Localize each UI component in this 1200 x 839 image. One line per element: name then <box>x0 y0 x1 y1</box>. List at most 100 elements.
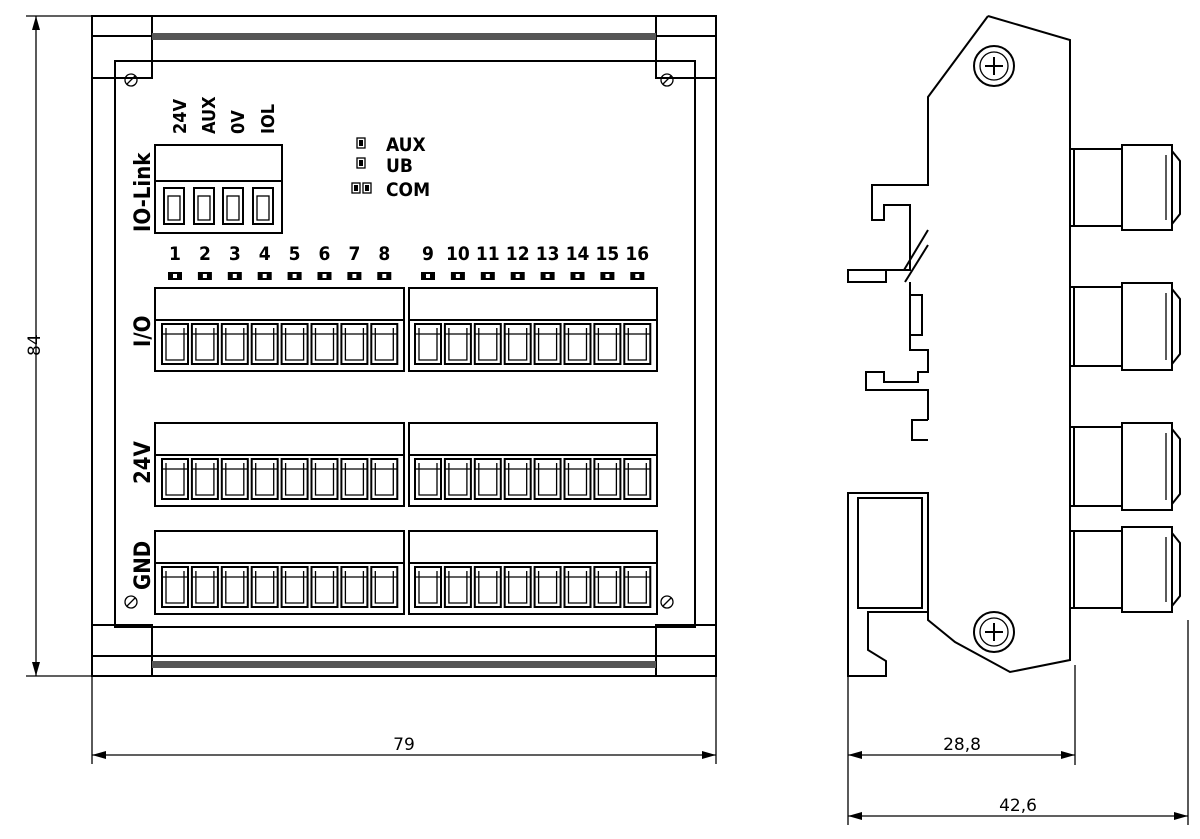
io-link-slot <box>222 187 244 225</box>
24v-terminal-row-block <box>154 422 405 507</box>
side-plug <box>1069 526 1181 613</box>
channel-led <box>227 272 242 280</box>
terminal-slot <box>250 566 279 608</box>
channel-number: 10 <box>446 243 470 265</box>
terminal-slot <box>370 566 399 608</box>
io-link-slot <box>163 187 185 225</box>
terminal-slot <box>310 323 339 365</box>
terminal-slot <box>250 458 279 500</box>
terminal-slot <box>370 323 399 365</box>
clip-bottom-right <box>655 624 717 677</box>
side-total-dimension-value: 42,6 <box>999 796 1037 816</box>
channel-number: 8 <box>378 243 390 265</box>
channel-number: 13 <box>536 243 560 265</box>
svg-text:UB: UB <box>386 155 413 177</box>
channel-led <box>480 272 495 280</box>
channel-led <box>317 272 332 280</box>
channel-led <box>257 272 272 280</box>
side-housing-profile <box>847 15 1071 677</box>
side-plug <box>1069 282 1181 371</box>
channel-number: 6 <box>319 243 331 265</box>
io-link-slots <box>163 187 274 225</box>
io-terminal-row-block <box>154 287 405 372</box>
terminal-slot <box>623 458 652 500</box>
pin-label-iol: IOL <box>258 104 279 134</box>
pin-label-aux: AUX <box>199 96 220 134</box>
terminal-slot <box>190 458 219 500</box>
screw-top-left <box>124 73 138 87</box>
channel-led <box>421 272 435 280</box>
gnd-row-label: GND <box>131 541 156 590</box>
terminal-slot <box>310 458 339 500</box>
io-link-slot <box>252 187 274 225</box>
channel-number: 5 <box>289 243 301 265</box>
terminal-slot <box>161 323 189 365</box>
terminal-slot <box>280 566 309 608</box>
24v-terminal-row-block <box>408 422 658 507</box>
front-dimensions: 84 79 <box>25 15 717 764</box>
terminal-slot <box>340 323 369 365</box>
terminal-slot <box>370 458 399 500</box>
terminal-slot <box>161 458 189 500</box>
side-depth-dimension-value: 28,8 <box>943 735 981 755</box>
terminal-slot <box>563 323 592 365</box>
channel-led <box>197 272 212 280</box>
io-row-label: I/O <box>131 316 156 347</box>
channel-led <box>450 272 465 280</box>
screw-bottom-right <box>660 595 674 609</box>
channel-number: 4 <box>259 243 271 265</box>
terminal-slot <box>414 323 442 365</box>
side-plug <box>1069 144 1181 231</box>
terminal-slot <box>443 458 472 500</box>
channel-led <box>287 272 302 280</box>
front-view: IO-Link 24V AUX 0V IOL I/O 24V GND AUX U… <box>91 15 717 677</box>
status-led-aux: AUX <box>356 134 426 156</box>
terminal-slot <box>250 323 279 365</box>
terminal-slot <box>593 566 622 608</box>
io-link-label: IO-Link <box>131 152 156 232</box>
terminal-slot <box>533 566 562 608</box>
terminal-slot <box>414 566 442 608</box>
terminal-slot <box>473 458 502 500</box>
terminal-slot <box>623 323 652 365</box>
terminal-slot <box>623 566 652 608</box>
svg-text:AUX: AUX <box>386 134 426 156</box>
terminal-slot <box>533 323 562 365</box>
pin-label-24v: 24V <box>170 98 191 134</box>
status-led-ub: UB <box>356 155 413 177</box>
terminal-slot <box>563 566 592 608</box>
terminal-slot <box>503 458 532 500</box>
housing-outline <box>91 15 717 677</box>
terminal-slot <box>533 458 562 500</box>
rail-bottom <box>152 661 656 668</box>
terminal-slot <box>280 323 309 365</box>
channel-number: 1 <box>169 243 181 265</box>
rail-top <box>152 33 656 40</box>
screw-bottom-left <box>124 595 138 609</box>
terminal-slot <box>503 323 532 365</box>
terminal-slot <box>414 458 442 500</box>
screw-top-right <box>660 73 674 87</box>
side-dimensions: 28,8 42,6 <box>847 620 1189 825</box>
side-view <box>847 15 1181 677</box>
terminal-slot <box>190 323 219 365</box>
terminal-slot <box>220 566 249 608</box>
terminal-slot <box>473 323 502 365</box>
terminal-slot <box>593 458 622 500</box>
channel-led <box>600 272 615 280</box>
terminal-slot <box>161 566 189 608</box>
terminal-slot <box>190 566 219 608</box>
terminal-slot <box>310 566 339 608</box>
terminal-slot <box>593 323 622 365</box>
gnd-terminal-row-block <box>154 530 405 615</box>
channel-number: 12 <box>506 243 530 265</box>
terminal-slot <box>443 323 472 365</box>
channel-number: 3 <box>229 243 241 265</box>
terminal-slot <box>340 458 369 500</box>
channel-led <box>377 272 392 280</box>
pin-label-0v: 0V <box>228 110 249 134</box>
side-plug <box>1069 422 1181 511</box>
channel-number: 16 <box>625 243 649 265</box>
channel-number: 2 <box>199 243 211 265</box>
